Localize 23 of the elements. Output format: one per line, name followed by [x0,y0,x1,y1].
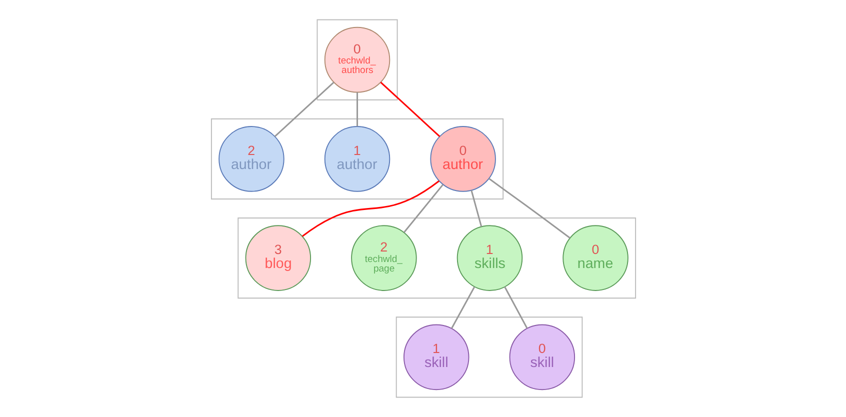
connector [274,82,334,138]
node-circle: 0 skill [508,324,575,390]
cluster [237,218,636,299]
cluster [210,118,504,200]
connector [380,82,440,138]
cluster [395,316,582,398]
node-circle: 3 blog [244,225,311,291]
connector [450,286,475,329]
node-circle: 1 skills [456,225,522,291]
node-circle: 1 skill [402,324,469,390]
connector [402,184,443,233]
node-circle: 1 author [324,126,390,192]
node-circle: 0 name [562,225,628,291]
connector [301,180,439,237]
node-circle: 2 author [218,126,284,192]
node-circle: 0 author [430,126,496,192]
connector [356,92,358,126]
node-circle: 0 techwld_ authors [324,26,390,93]
connector [488,178,570,239]
connector [470,190,482,227]
connector [504,286,528,329]
node-circle: 2 techwld_ page [350,225,416,291]
cluster [316,19,398,100]
